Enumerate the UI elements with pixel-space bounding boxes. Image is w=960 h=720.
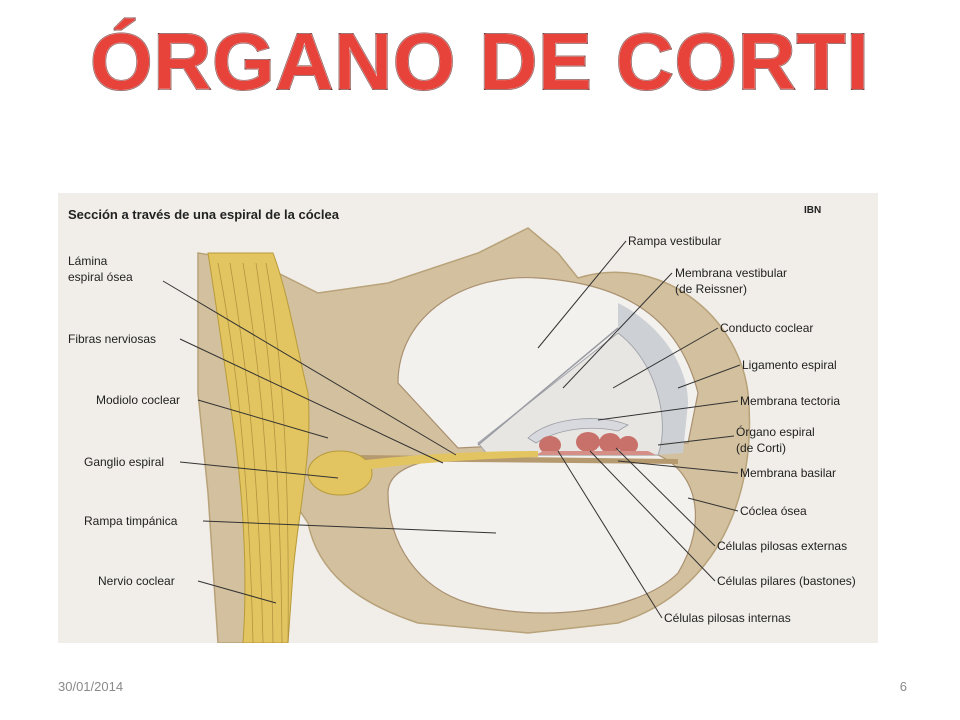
label-fibras-nerviosas: Fibras nerviosas [68,332,156,346]
label-conducto-coclear: Conducto coclear [720,321,813,335]
figure-caption: Sección a través de una espiral de la có… [68,207,340,222]
label-lamina-2: espiral ósea [68,270,133,284]
label-celulas-pilosas-internas: Células pilosas internas [664,611,791,625]
cochlear-nerve [207,252,310,643]
label-rampa-vestibular: Rampa vestibular [628,234,721,248]
cochlea-illustration: Sección a través de una espiral de la có… [68,205,856,643]
label-coclea-osea: Cóclea ósea [740,504,807,518]
nerve-fibers [217,262,289,643]
label-modiolo-coclear: Modiolo coclear [96,393,180,407]
cochlea-diagram: Sección a través de una espiral de la có… [58,193,878,643]
spiral-ganglion [307,450,373,496]
osseous-spiral-lamina [358,451,538,471]
label-celulas-pilosas-externas: Células pilosas externas [717,539,847,553]
publisher-logo: IBN [804,205,821,216]
label-organo-espiral-1: Órgano espiral [736,424,815,439]
organ-of-corti [536,432,656,455]
tectorial-membrane [527,418,629,444]
label-ganglio-espiral: Ganglio espiral [84,455,164,469]
label-lamina-1: Lámina [68,254,108,268]
label-celulas-pilares: Células pilares (bastones) [717,574,856,588]
label-organo-espiral-2: (de Corti) [736,441,786,455]
leader-lines-left [162,280,497,604]
label-ligamento-espiral: Ligamento espiral [742,358,837,372]
label-membrana-tectoria: Membrana tectoria [740,394,840,408]
label-rampa-timpanica: Rampa timpánica [84,514,178,528]
slide-date: 30/01/2014 [58,679,124,694]
leader-lines-right [537,240,741,619]
label-membrana-basilar: Membrana basilar [740,466,836,480]
label-nervio-coclear: Nervio coclear [98,574,175,588]
label-membrana-vestibular-1: Membrana vestibular [675,266,787,280]
slide-page-number: 6 [899,679,907,694]
slide-title: ÓRGANO DE CORTI [89,17,870,106]
reissner-membrane [477,327,619,446]
label-membrana-vestibular-2: (de Reissner) [675,282,747,296]
